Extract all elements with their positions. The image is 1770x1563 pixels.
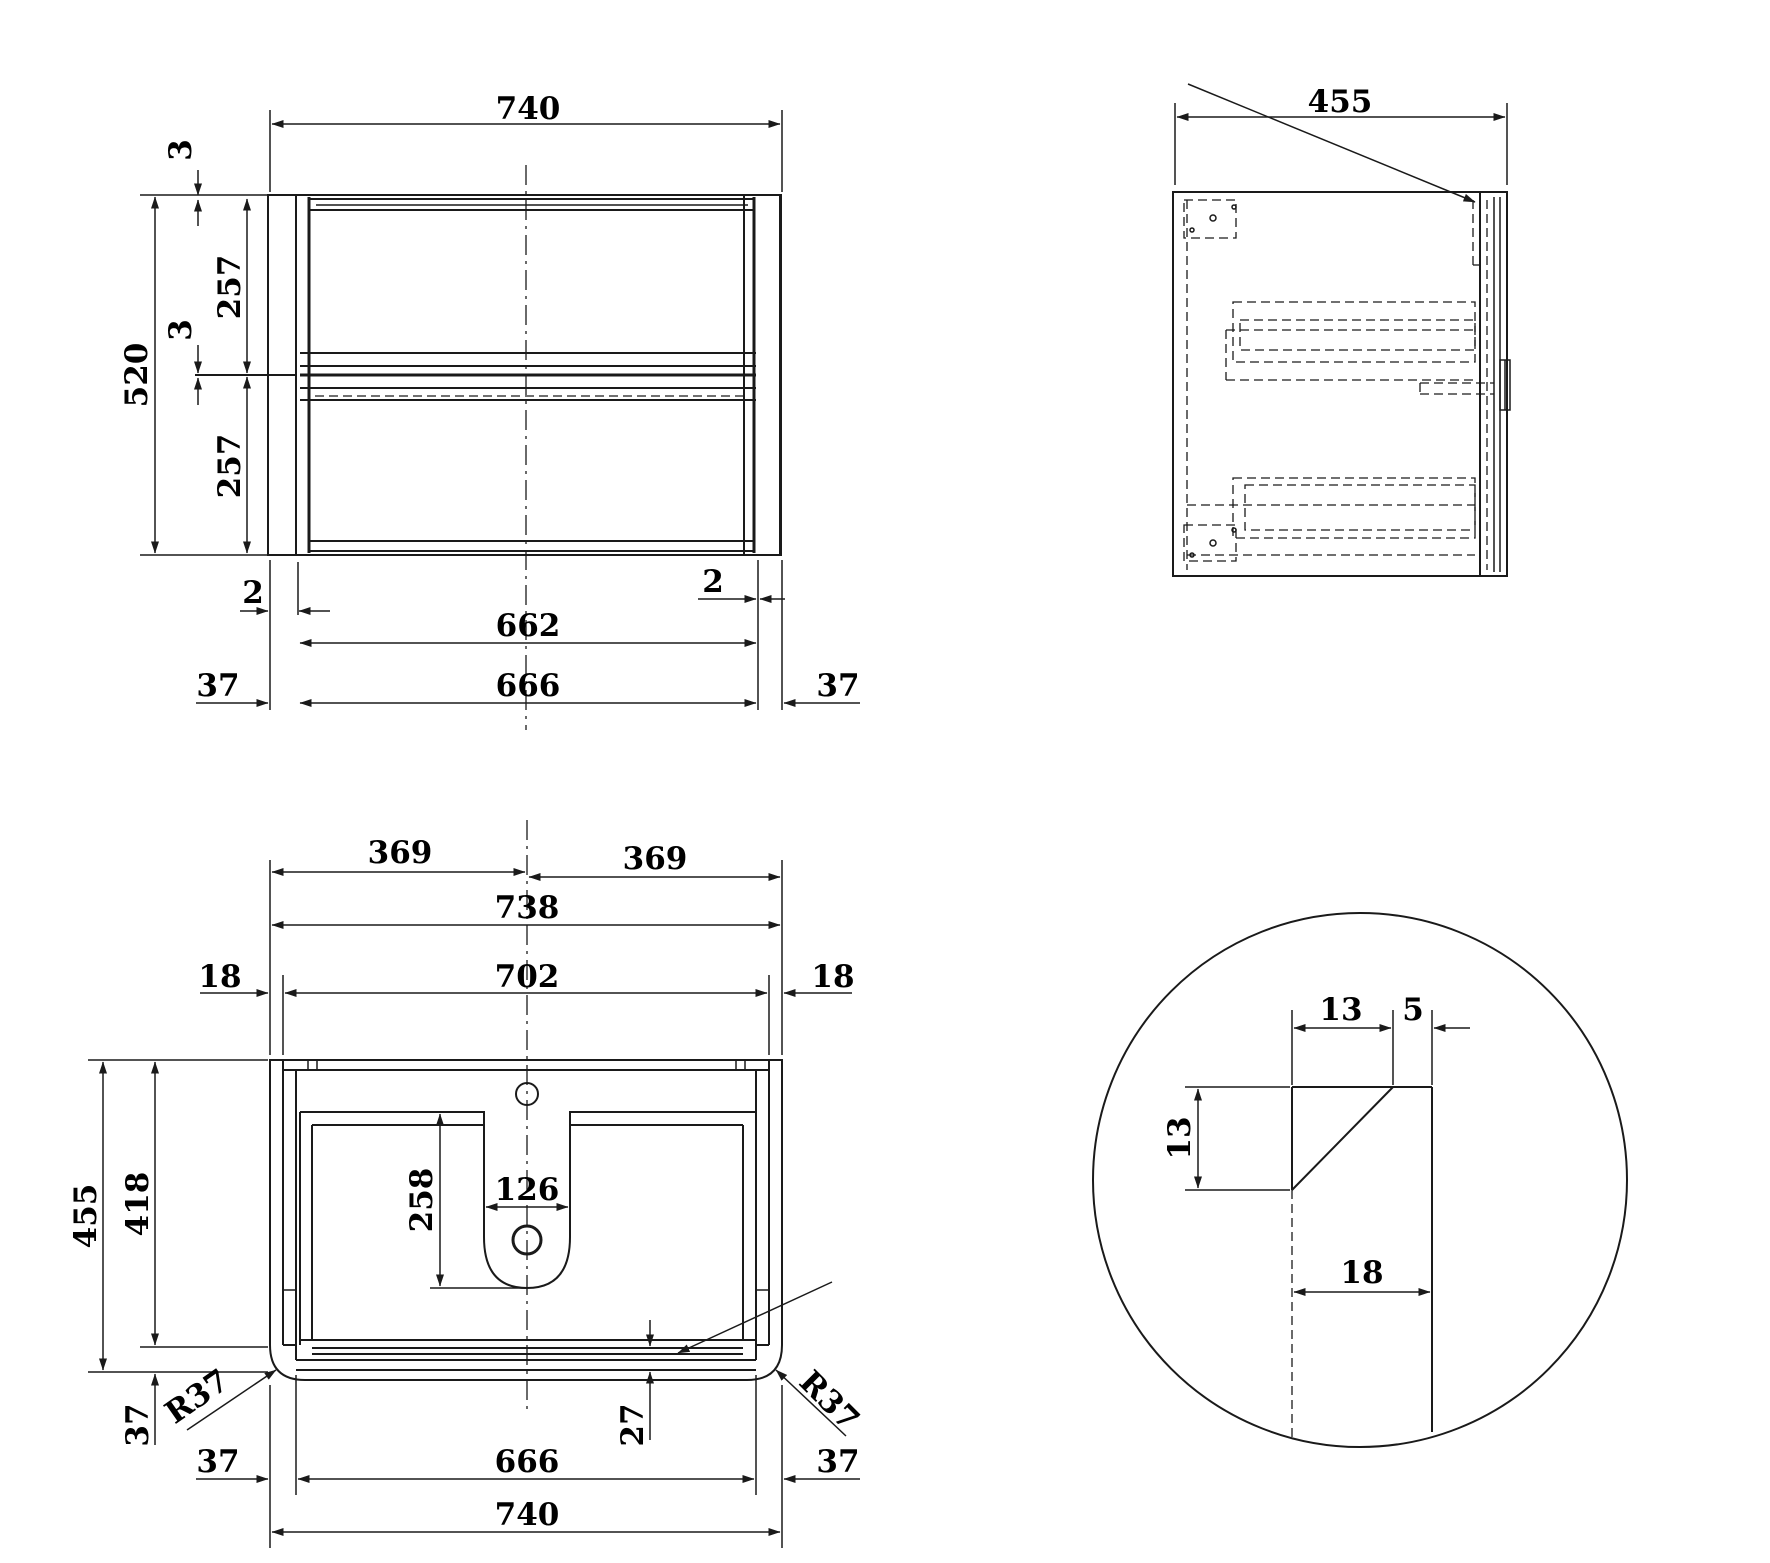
- top-dim-369-left: [269, 860, 783, 1055]
- top-dim-666: [295, 1375, 757, 1495]
- detail-circle: [1092, 912, 1628, 1448]
- front-label-662: 662: [496, 608, 561, 644]
- top-leader-line: [677, 1281, 833, 1354]
- top-cabinet-outline: [269, 1059, 783, 1381]
- top-label-369-right: 369: [623, 841, 688, 877]
- side-view: 455: [1172, 83, 1511, 577]
- detail-label-13-top: 13: [1319, 992, 1362, 1028]
- detail-dim-13-top: [1291, 1010, 1394, 1085]
- side-label-455: 455: [1308, 84, 1373, 120]
- front-dim-2-left: [240, 562, 330, 615]
- front-label-37-right: 37: [816, 668, 859, 704]
- front-drawer-divider: [300, 373, 756, 401]
- detail-label-13-side: 13: [1162, 1116, 1198, 1159]
- front-view: 740 520 257 257 3 3 2 2 662 666 37 37: [119, 91, 860, 730]
- top-label-455: 455: [68, 1184, 104, 1249]
- front-label-257-top: 257: [212, 255, 248, 320]
- top-label-702: 702: [495, 959, 560, 995]
- side-cabinet-outline: [1172, 191, 1508, 577]
- front-label-520: 520: [119, 343, 155, 408]
- top-view: 369 369 738 702 18 18 455 418 258 126 27…: [68, 820, 866, 1548]
- side-dim-455: [1174, 103, 1508, 185]
- detail-label-5: 5: [1402, 992, 1424, 1028]
- front-dim-257-bottom: [195, 374, 296, 554]
- top-label-37-corner: 37: [120, 1403, 156, 1446]
- top-label-37-right: 37: [816, 1444, 859, 1480]
- top-label-18-left: 18: [198, 959, 241, 995]
- top-label-740: 740: [495, 1497, 560, 1533]
- side-handle: [1499, 359, 1511, 411]
- top-label-258: 258: [404, 1168, 440, 1233]
- top-dim-258: [430, 1111, 527, 1289]
- side-leader-line: [1187, 83, 1476, 203]
- top-label-418: 418: [120, 1172, 156, 1237]
- front-dim-520: [140, 194, 268, 556]
- detail-profile: [1291, 1086, 1433, 1440]
- top-radius-leaders: [186, 1369, 847, 1437]
- top-label-r37-right: R37: [792, 1364, 866, 1438]
- top-dim-455: [88, 1059, 268, 1373]
- detail-label-18: 18: [1340, 1255, 1383, 1291]
- front-label-2-left: 2: [242, 575, 264, 611]
- top-drawer-tray: [299, 1111, 757, 1355]
- side-hidden-lines: [1186, 200, 1494, 570]
- front-cabinet-outline: [267, 194, 782, 556]
- front-label-2-right: 2: [702, 564, 724, 600]
- top-label-126: 126: [495, 1172, 560, 1208]
- front-label-740: 740: [496, 91, 561, 127]
- top-label-18-right: 18: [811, 959, 854, 995]
- top-dim-740: [269, 1385, 783, 1548]
- top-label-369-left: 369: [368, 835, 433, 871]
- top-label-738: 738: [495, 890, 560, 926]
- front-dim-662: [299, 560, 759, 710]
- detail-view: 13 5 13 18: [1092, 912, 1628, 1448]
- front-label-37-left: 37: [196, 668, 239, 704]
- front-label-3-middle: 3: [163, 319, 199, 341]
- side-hinge-top: [1183, 199, 1237, 239]
- top-dim-418: [140, 1061, 268, 1348]
- front-drawer-bottom: [309, 540, 754, 552]
- front-dim-666: [269, 560, 783, 710]
- front-dim-740: [269, 110, 783, 192]
- front-drawer-top: [300, 198, 756, 367]
- top-label-27: 27: [615, 1403, 651, 1446]
- front-label-3-top: 3: [163, 139, 199, 161]
- front-label-257-bottom: 257: [212, 434, 248, 499]
- detail-dim-13-side: [1185, 1086, 1290, 1191]
- front-label-666: 666: [496, 668, 561, 704]
- top-label-666: 666: [495, 1444, 560, 1480]
- detail-dim-5: [1431, 1010, 1470, 1085]
- side-hinge-bottom: [1183, 524, 1237, 562]
- top-dim-702: [282, 975, 770, 1055]
- top-label-37-left: 37: [196, 1444, 239, 1480]
